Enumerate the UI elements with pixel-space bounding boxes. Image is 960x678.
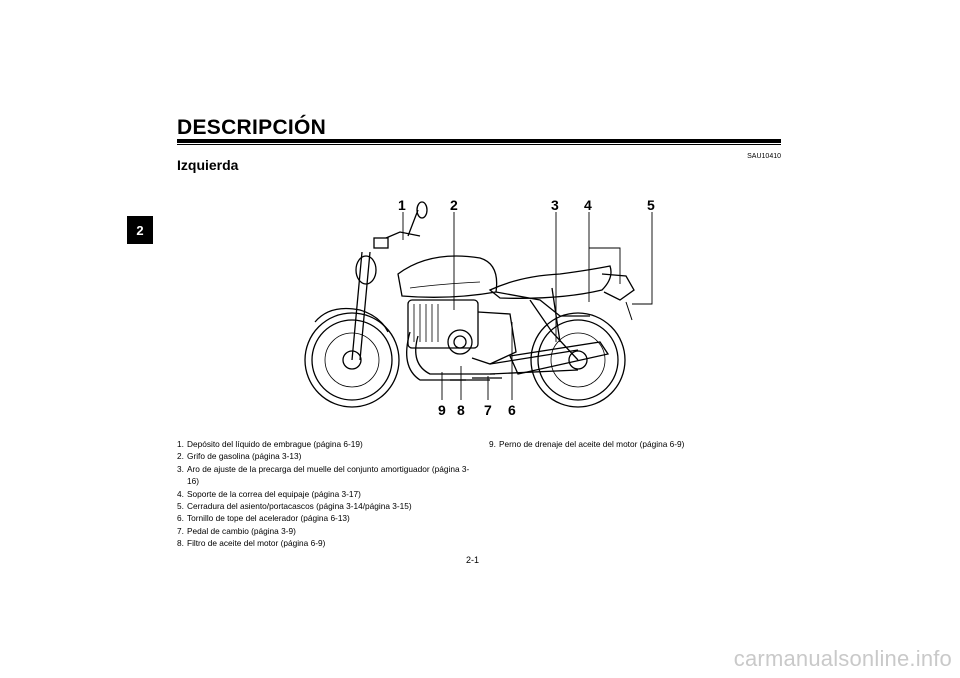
list-item-number: 4. bbox=[177, 488, 184, 499]
list-item-number: 5. bbox=[177, 501, 184, 512]
callout-9: 9 bbox=[438, 402, 446, 418]
reference-code: SAU10410 bbox=[747, 153, 781, 160]
list-item: 5.Cerradura del asiento/portacascos (pág… bbox=[177, 500, 477, 512]
list-item-text: Pedal de cambio (página 3-9) bbox=[187, 525, 296, 536]
list-item: 6.Tornillo de tope del acelerador (págin… bbox=[177, 512, 477, 524]
callout-3: 3 bbox=[551, 197, 559, 213]
list-item: 1.Depósito del líquido de embrague (pági… bbox=[177, 438, 477, 450]
callout-4: 4 bbox=[584, 197, 592, 213]
list-item: 4.Soporte de la correa del equipaje (pág… bbox=[177, 488, 477, 500]
list-item-number: 2. bbox=[177, 451, 184, 462]
chapter-tab: 2 bbox=[127, 216, 153, 244]
callout-1: 1 bbox=[398, 197, 406, 213]
callout-2: 2 bbox=[450, 197, 458, 213]
page-number: 2-1 bbox=[466, 555, 480, 565]
list-item: 9.Perno de drenaje del aceite del motor … bbox=[489, 438, 789, 450]
list-item-text: Filtro de aceite del motor (página 6-9) bbox=[187, 538, 326, 549]
list-item-number: 1. bbox=[177, 439, 184, 449]
callout-7: 7 bbox=[484, 402, 492, 418]
list-item-text: Depósito del líquido de embrague (página… bbox=[187, 439, 363, 449]
list-item: 7.Pedal de cambio (página 3-9) bbox=[177, 525, 477, 537]
list-item-text: Cerradura del asiento/portacascos (págin… bbox=[187, 501, 412, 512]
title-rule-thin bbox=[177, 144, 781, 145]
list-item-number: 9. bbox=[489, 439, 496, 449]
list-item-number: 8. bbox=[177, 538, 184, 549]
list-item: 8.Filtro de aceite del motor (página 6-9… bbox=[177, 537, 477, 549]
list-item-text: Soporte de la correa del equipaje (págin… bbox=[187, 488, 361, 499]
list-item-text: Aro de ajuste de la precarga del muelle … bbox=[187, 463, 470, 487]
list-item: 3.Aro de ajuste de la precarga del muell… bbox=[177, 463, 477, 488]
list-item-text: Perno de drenaje del aceite del motor (p… bbox=[499, 439, 685, 449]
motorcycle-illustration bbox=[304, 201, 653, 408]
watermark: carmanualsonline.info bbox=[733, 646, 952, 671]
list-item-number: 3. bbox=[177, 463, 184, 474]
parts-list-left: 1.Depósito del líquido de embrague (pági… bbox=[177, 438, 477, 550]
callout-5: 5 bbox=[647, 197, 655, 213]
page-title: DESCRIPCIÓN bbox=[177, 116, 327, 139]
list-item-text: Tornillo de tope del acelerador (página … bbox=[187, 513, 350, 524]
list-item-text: Grifo de gasolina (página 3-13) bbox=[187, 451, 302, 462]
list-item: 2.Grifo de gasolina (página 3-13) bbox=[177, 450, 477, 462]
list-item-number: 6. bbox=[177, 513, 184, 524]
title-rule bbox=[177, 139, 781, 143]
list-item-number: 7. bbox=[177, 525, 184, 536]
section-title: Izquierda bbox=[177, 157, 239, 173]
parts-list-right: 9.Perno de drenaje del aceite del motor … bbox=[489, 438, 789, 450]
callout-8: 8 bbox=[457, 402, 465, 418]
callout-6: 6 bbox=[508, 402, 516, 418]
